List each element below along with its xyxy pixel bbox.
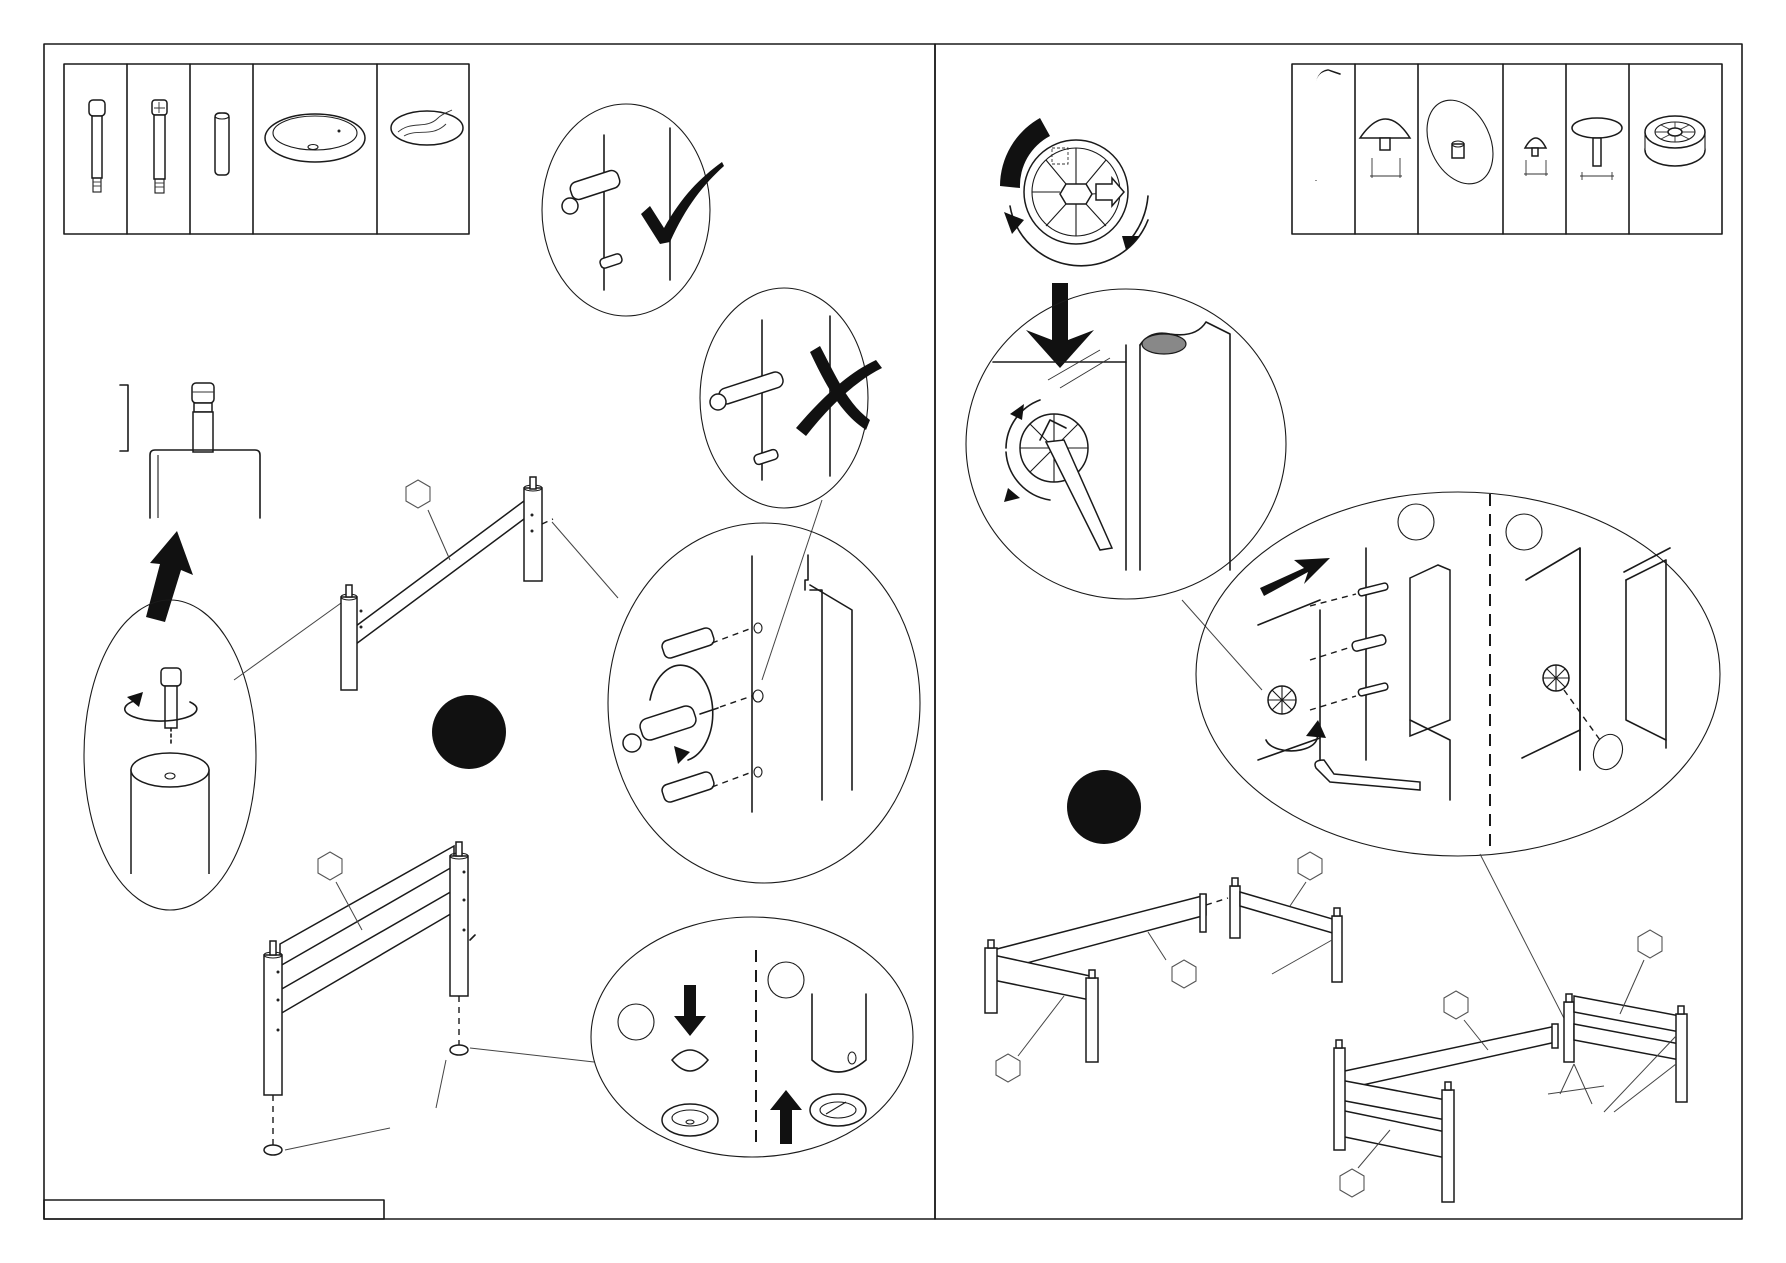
cover-cap-small-icon [1524,138,1548,176]
floor-glider-cup-icon [265,114,365,162]
cam-lock-tightening [1000,118,1148,266]
height-detail [120,383,260,518]
cam-insertion-detail [1196,492,1720,856]
incorrect-fitting-detail [700,288,882,508]
check-icon [641,162,724,244]
screw-in-post-detail [84,600,256,910]
step-marker-right [1067,770,1141,844]
screw-in-detail [608,523,920,883]
detail-b-marker [1506,514,1542,550]
dowel-screw-long-icon [152,100,167,193]
cover-cap-stem-icon [1572,118,1622,180]
cam-lock-icon [1645,116,1705,166]
detail-b-marker [768,962,804,998]
detail-a-marker [618,1004,654,1040]
bed-frame-full [1334,930,1687,1202]
parts-table-right [1292,64,1722,234]
floor-glider-pad-icon [391,110,463,145]
cross-icon [796,346,882,436]
arrow-up-icon [146,531,193,622]
allen-key-icon [1316,70,1340,180]
left-page-frame [44,44,935,1219]
headboard-assembly-2 [264,842,594,1155]
cover-cap-large-icon [1360,119,1410,178]
arrow-down-icon [674,985,706,1036]
footer-box [44,1200,384,1219]
detail-a-marker [1398,504,1434,540]
step-marker-left [432,695,506,769]
correct-fitting-detail [542,104,724,316]
arrow-up-right-icon [1260,558,1330,596]
bed-frame-partial [985,852,1342,1082]
wood-dowel-icon [215,113,229,175]
dowel-screw-short-icon [89,100,105,192]
glider-detail-a-b [591,917,913,1157]
arrow-up-icon [770,1090,802,1144]
cam-tightening-detail [966,289,1286,599]
headboard-assembly-1 [341,477,618,690]
arrow-down-icon [1026,283,1094,368]
parts-table-left [64,64,469,234]
cover-cap-disc-icon [1414,89,1506,194]
